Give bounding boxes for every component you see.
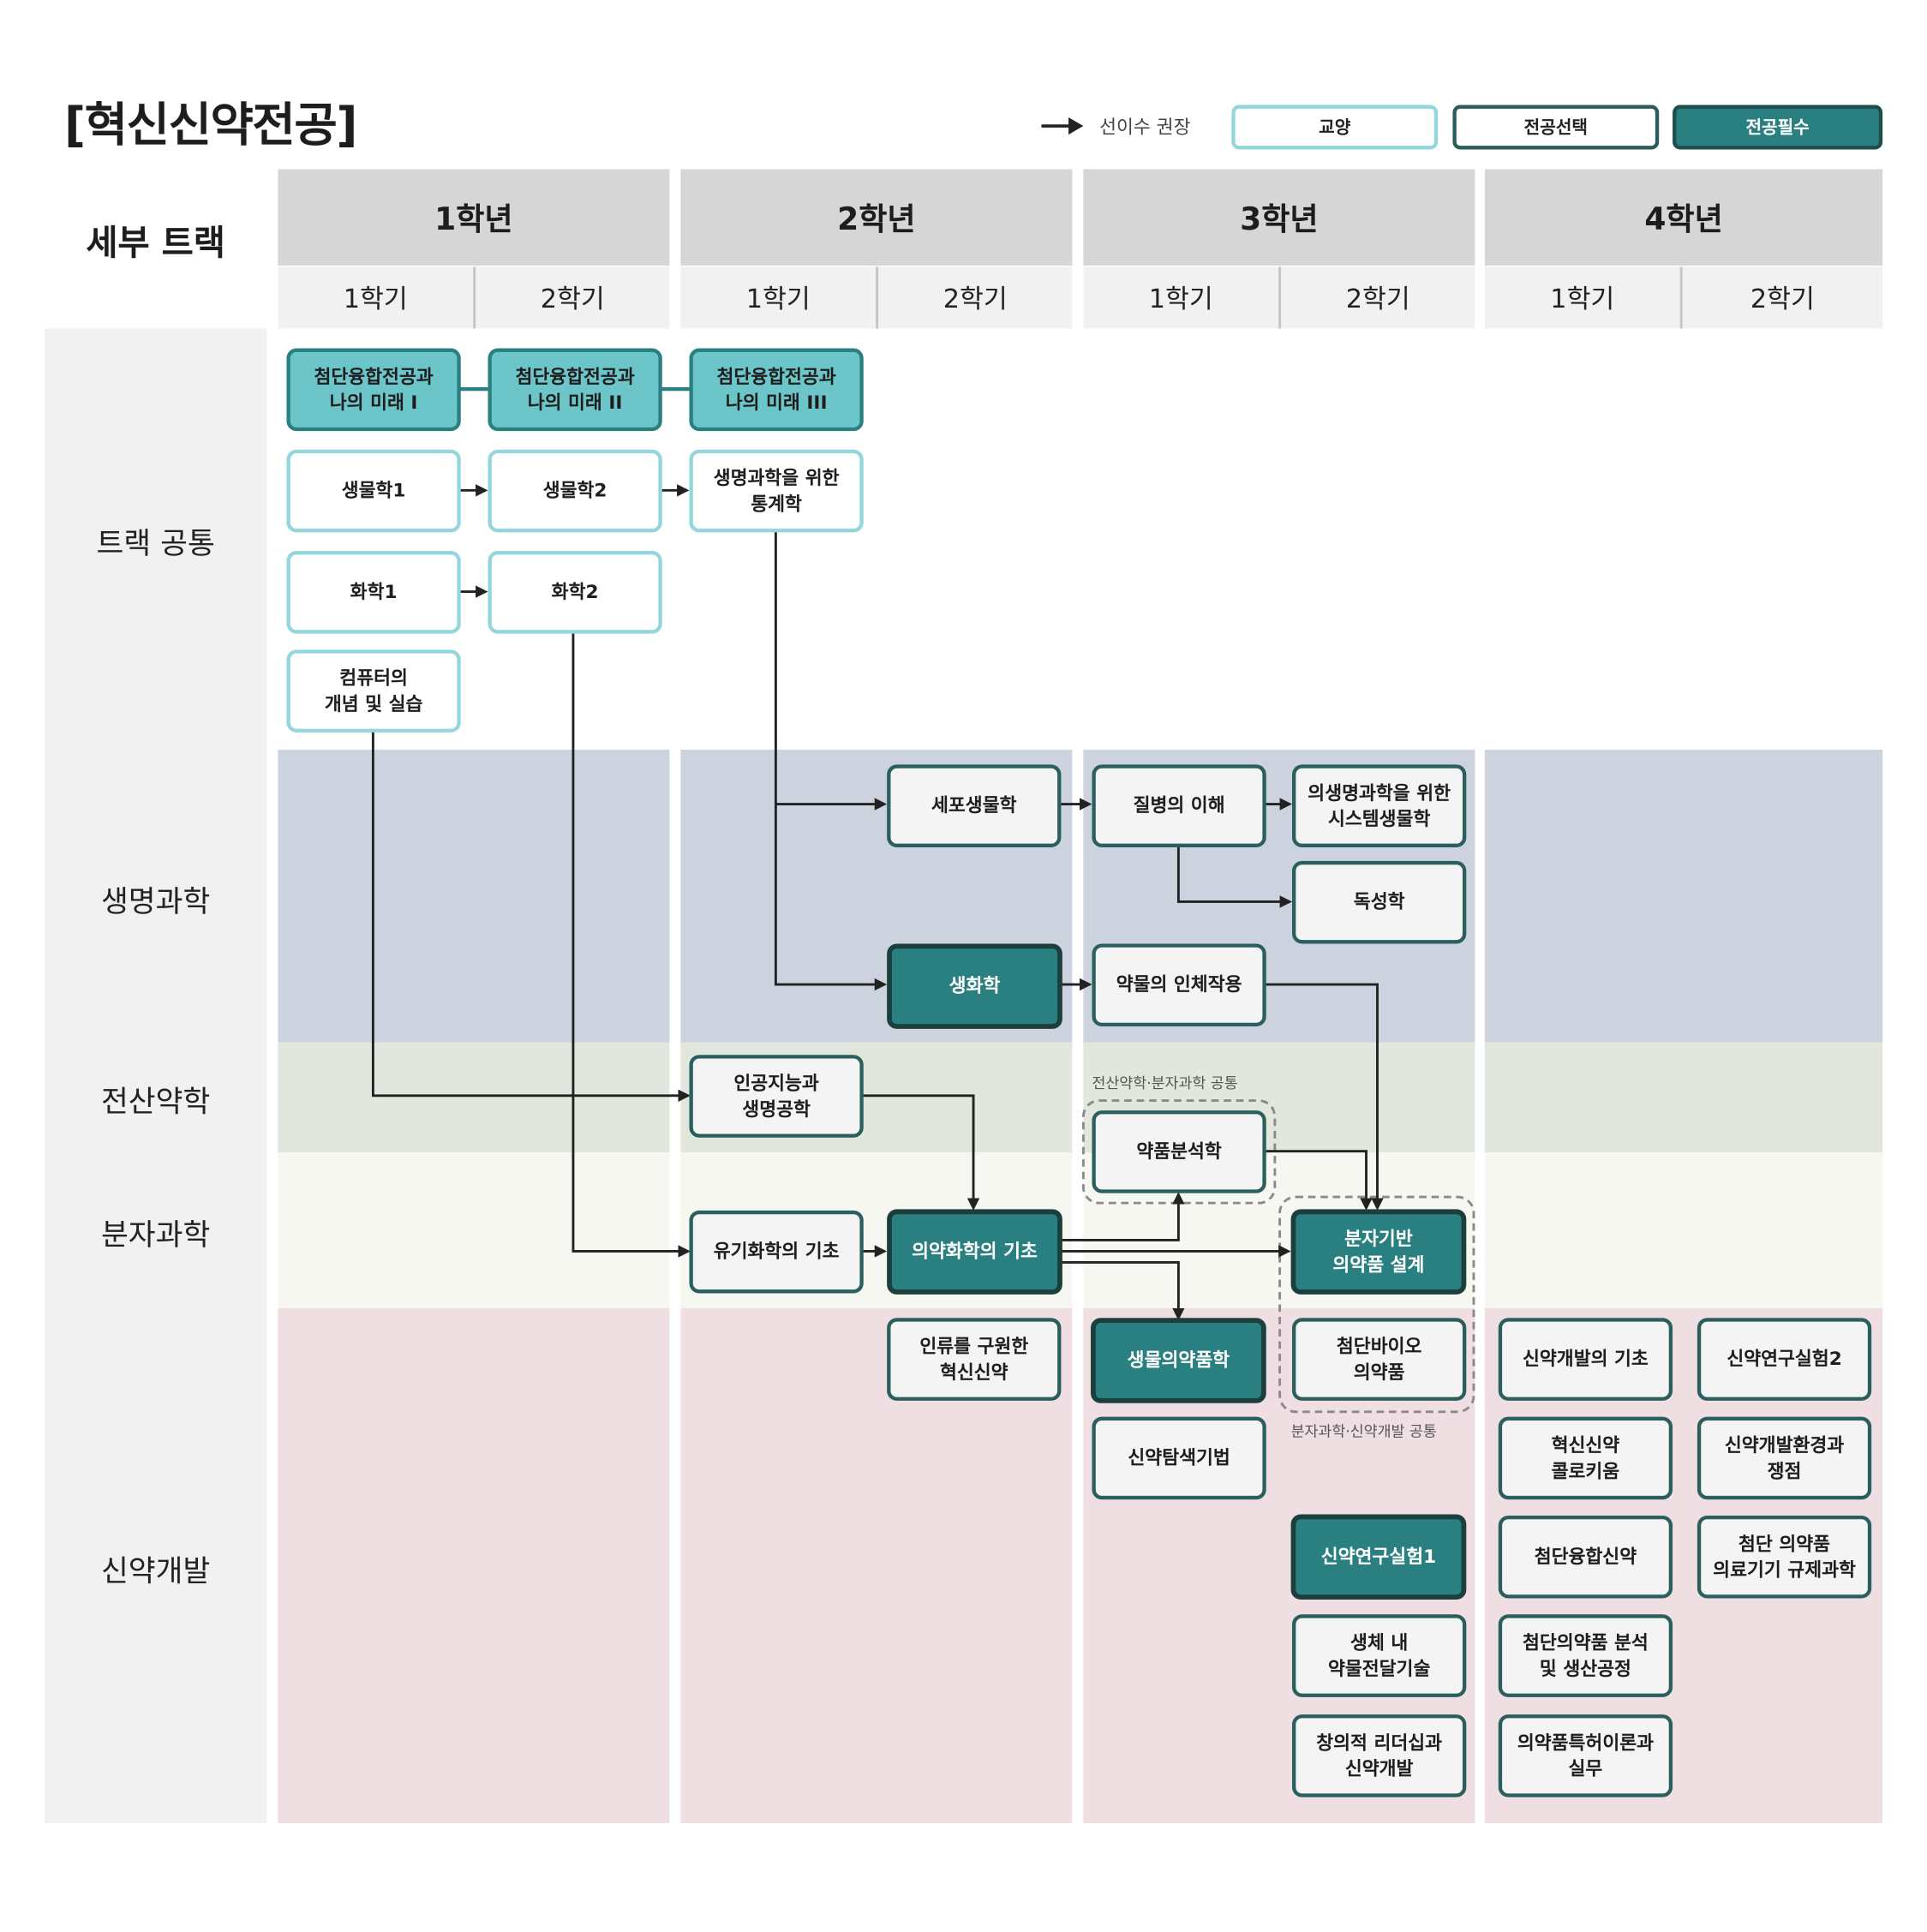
year-header-1: 1학년 [278, 169, 670, 266]
legend-elective: 전공선택 [1452, 105, 1660, 150]
course-drug-discovery[interactable]: 신약탐색기법 [1092, 1416, 1266, 1500]
legend-arrow-icon [1041, 117, 1084, 135]
course-biochemistry[interactable]: 생화학 [887, 943, 1062, 1029]
band-comp-y4 [1484, 1042, 1883, 1153]
band-comp-y1 [278, 1042, 670, 1153]
course-cell-biology[interactable]: 세포생물학 [887, 764, 1062, 848]
track-label-mol: 분자과학 [100, 1217, 211, 1253]
semester-header: 2학기 [878, 266, 1073, 329]
course-biology-1[interactable]: 생물학1 [286, 449, 461, 533]
course-organic-chem[interactable]: 유기화학의 기초 [689, 1210, 864, 1294]
legend-arrow-label: 선이수 권장 [1099, 116, 1191, 139]
course-lab-1[interactable]: 신약연구실험1 [1290, 1514, 1467, 1600]
course-mol-design[interactable]: 분자기반 의약품 설계 [1290, 1209, 1467, 1295]
semester-divider [876, 266, 879, 329]
band-life-y1 [278, 750, 670, 1043]
course-advanced-bio[interactable]: 첨단바이오 의약품 [1292, 1318, 1467, 1401]
course-computer[interactable]: 컴퓨터의 개념 및 실습 [286, 649, 461, 733]
legend-general: 교양 [1231, 105, 1439, 150]
band-mol-y4 [1484, 1152, 1883, 1308]
band-life-y4 [1484, 750, 1883, 1043]
course-chemistry-2[interactable]: 화학2 [488, 550, 662, 634]
semester-divider [1278, 266, 1282, 329]
course-statistics[interactable]: 생명과학을 위한 통계학 [689, 449, 864, 533]
track-label-drug: 신약개발 [100, 1553, 211, 1589]
track-label-comp: 전산약학 [100, 1084, 211, 1120]
course-regulatory[interactable]: 첨단 의약품 의료기기 규제과학 [1697, 1515, 1872, 1599]
course-future-2[interactable]: 첨단융합전공과 나의 미래 II [488, 348, 662, 432]
course-drug-dev-basics[interactable]: 신약개발의 기초 [1498, 1318, 1673, 1401]
course-chemistry-1[interactable]: 화학1 [286, 550, 461, 634]
band-mol-y1 [278, 1152, 670, 1308]
course-lab-2[interactable]: 신약연구실험2 [1697, 1318, 1872, 1401]
course-colloquium[interactable]: 혁신신약 콜로키움 [1498, 1416, 1673, 1500]
semester-divider [473, 266, 476, 329]
group-note-comp-mol: 전산약학·분자과학 공통 [1092, 1074, 1238, 1092]
course-leadership[interactable]: 창의적 리더십과 신약개발 [1292, 1714, 1467, 1797]
semester-header: 2학기 [1682, 266, 1883, 329]
course-systems-biology[interactable]: 의생명과학을 위한 시스템생물학 [1292, 764, 1467, 848]
track-label-common: 트랙 공통 [96, 526, 215, 561]
track-column-bg [44, 328, 267, 1823]
year-header-4: 4학년 [1484, 169, 1883, 266]
semester-header: 1학기 [1083, 266, 1279, 329]
semester-divider [1679, 266, 1683, 329]
semester-header: 1학기 [680, 266, 877, 329]
legend-required: 전공필수 [1673, 105, 1883, 150]
band-drug-y1 [278, 1307, 670, 1823]
semester-header: 1학기 [278, 266, 474, 329]
course-future-1[interactable]: 첨단융합전공과 나의 미래 I [286, 348, 461, 432]
course-production[interactable]: 첨단의약품 분석 및 생산공정 [1498, 1614, 1673, 1697]
course-future-3[interactable]: 첨단융합전공과 나의 미래 III [689, 348, 864, 432]
semester-header: 1학기 [1484, 266, 1680, 329]
track-header: 세부 트랙 [86, 222, 225, 264]
semester-header: 2학기 [476, 266, 670, 329]
course-humanity-drug[interactable]: 인류를 구원한 혁신신약 [887, 1318, 1062, 1401]
course-drug-action[interactable]: 약물의 인체작용 [1092, 943, 1266, 1027]
course-drug-delivery[interactable]: 생체 내 약물전달기술 [1292, 1614, 1467, 1697]
year-header-3: 3학년 [1083, 169, 1475, 266]
course-patent[interactable]: 의약품특허이론과 실무 [1498, 1714, 1673, 1797]
course-environment[interactable]: 신약개발환경과 쟁점 [1697, 1416, 1872, 1500]
track-label-life: 생명과학 [100, 884, 211, 919]
year-header-2: 2학년 [680, 169, 1073, 266]
semester-header: 2학기 [1281, 266, 1475, 329]
course-ai-biotech[interactable]: 인공지능과 생명공학 [689, 1055, 864, 1138]
course-pharm-analysis[interactable]: 약품분석학 [1092, 1110, 1266, 1193]
page-title: [혁신신약전공] [63, 97, 357, 153]
course-toxicology[interactable]: 독성학 [1292, 860, 1467, 944]
course-biopharma[interactable]: 생물의약품학 [1091, 1318, 1266, 1403]
course-disease[interactable]: 질병의 이해 [1092, 764, 1266, 848]
group-note-mol-drug: 분자과학·신약개발 공통 [1290, 1422, 1437, 1441]
course-biology-2[interactable]: 생물학2 [488, 449, 662, 533]
course-convergence-drug[interactable]: 첨단융합신약 [1498, 1515, 1673, 1599]
course-med-chem[interactable]: 의약화학의 기초 [887, 1209, 1062, 1295]
